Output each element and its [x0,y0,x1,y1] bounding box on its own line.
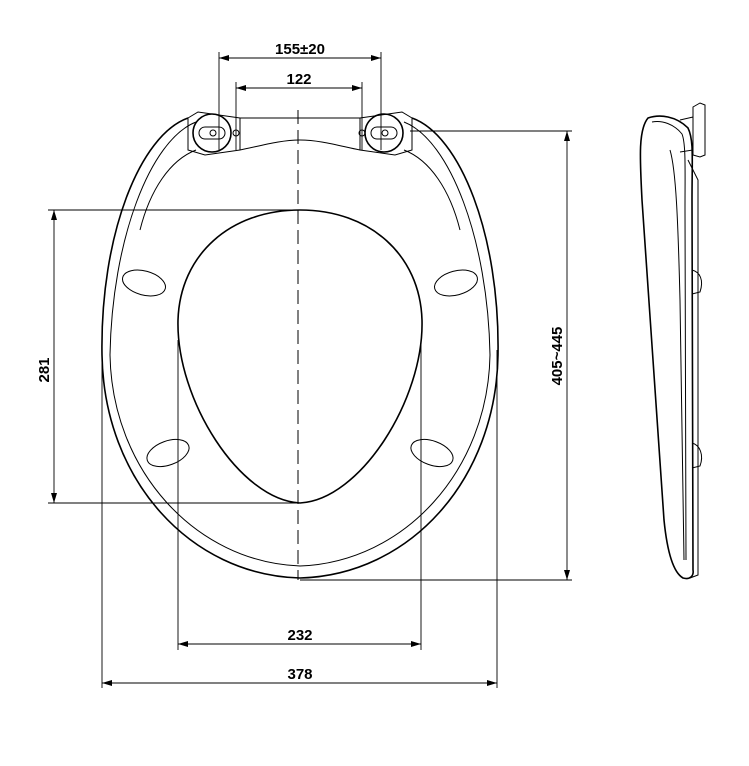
seat-outer-outline [101,117,499,579]
hinge-bar [187,111,413,156]
dimension-405-445: 405~445 [300,130,572,581]
dimension-122: 122 [235,71,363,150]
side-lid-outline [639,115,694,580]
bumper-pad-top-left [122,269,166,297]
seat-side-view [639,102,706,580]
dimension-label-122: 122 [286,71,311,88]
dimension-label-281: 281 [36,357,53,382]
dimension-label-405-445: 405~445 [549,327,566,386]
dimension-378: 378 [101,350,498,688]
left-hinge [192,113,240,153]
dimension-155-20: 155±20 [218,41,382,150]
bumper-pad-bottom-right [410,438,454,468]
seat-rim-outline [109,121,491,567]
dimension-label-378: 378 [287,666,312,683]
dimension-232: 232 [177,340,422,650]
bumper-pad-top-right [434,269,478,297]
bumper-pad-bottom-left [146,438,190,468]
dimension-281: 281 [36,209,300,504]
dimension-label-232: 232 [287,627,312,644]
seat-inner-opening [177,209,423,504]
seat-top-view [101,110,499,580]
dimension-label-155-20: 155±20 [275,41,325,58]
